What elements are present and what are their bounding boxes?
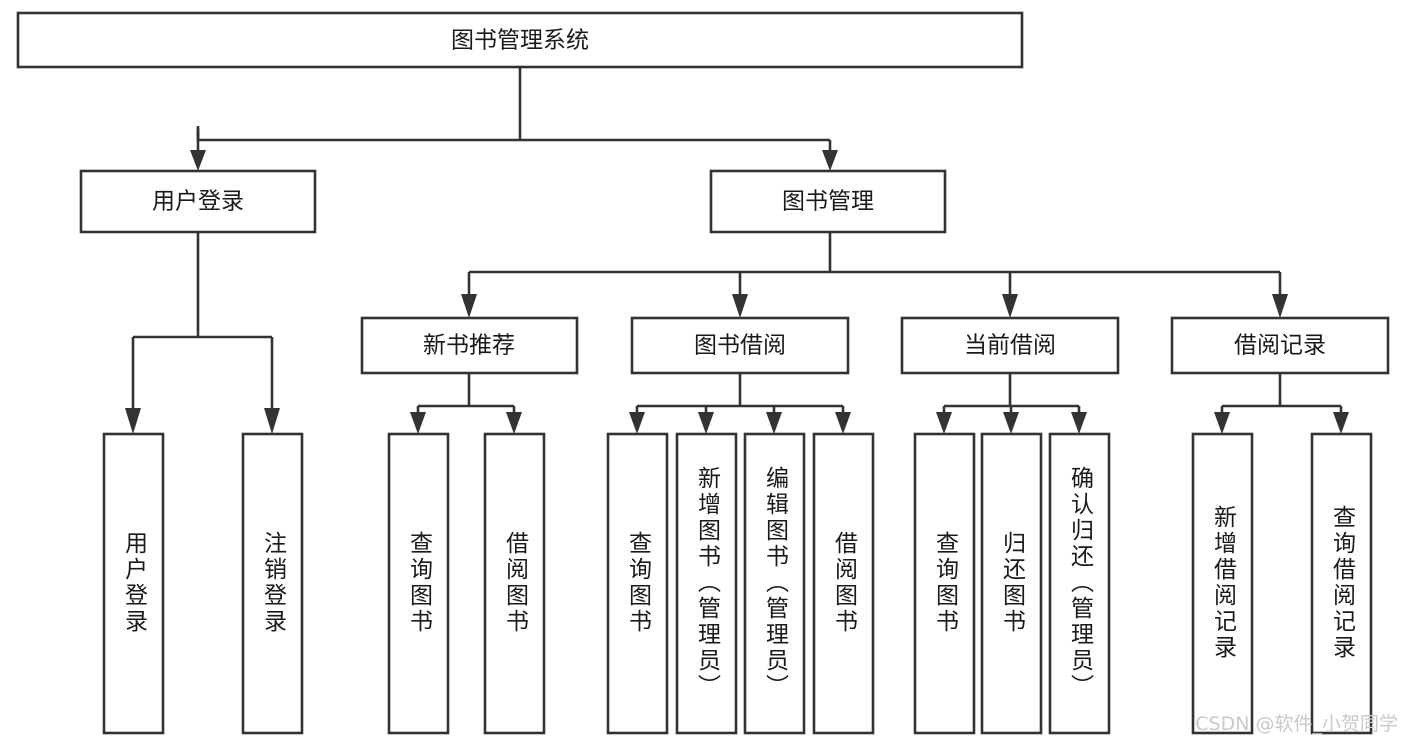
arrowhead-leaf-query-book-borrow [629,412,645,434]
node-leaf-user-login[interactable]: 用户登录 [102,432,165,735]
node-leaf-confirm-return-box[interactable] [1048,432,1111,735]
arrowhead-leaf-add-book [698,412,714,434]
arrowhead-leaf-query-book-rec [410,412,426,434]
node-leaf-query-book-rec[interactable]: 查询图书 [387,432,450,735]
node-leaf-borrow-book[interactable]: 借阅图书 [812,432,875,735]
arrowhead-leaf-add-record [1214,412,1230,434]
node-leaf-query-book-current-box[interactable] [913,432,976,735]
node-current-borrow[interactable]: 当前借阅 [900,316,1120,375]
node-leaf-query-book-borrow[interactable]: 查询图书 [606,432,669,735]
node-current-borrow-label: 当前借阅 [964,333,1056,359]
node-root-box[interactable] [16,11,1024,69]
arrowhead-leaf-edit-book [766,412,782,434]
node-leaf-user-login-box[interactable] [102,432,165,735]
node-leaf-logout-label: 注销登录 [260,531,288,635]
node-new-book-recommend[interactable]: 新书推荐 [360,316,579,375]
node-leaf-edit-book-label: 编辑图书（管理员） [762,466,790,700]
node-leaf-query-book-borrow-box[interactable] [606,432,669,735]
node-leaf-return-book-box[interactable] [980,432,1043,735]
node-leaf-return-book[interactable]: 归还图书 [980,432,1043,735]
node-leaf-query-book-rec-label: 查询图书 [406,531,434,635]
node-book-borrow-label: 图书借阅 [694,333,786,359]
node-book-borrow-box[interactable] [630,316,850,375]
node-leaf-user-login-label: 用户登录 [121,531,149,635]
node-leaf-query-book-current-label: 查询图书 [932,531,960,635]
node-root[interactable]: 图书管理系统 [16,11,1024,69]
node-leaf-confirm-return[interactable]: 确认归还（管理员） [1048,432,1111,735]
arrowhead-leaf-confirm-return [1071,412,1087,434]
node-leaf-query-record-label: 查询借阅记录 [1329,505,1357,661]
arrowhead-leaf-query-record [1333,412,1349,434]
node-borrow-record-box[interactable] [1170,316,1390,375]
arrowhead-leaf-query-book-current [936,412,952,434]
node-leaf-add-record[interactable]: 新增借阅记录 [1191,432,1254,735]
node-user-login[interactable]: 用户登录 [79,169,317,234]
node-leaf-add-book-label: 新增图书（管理员） [694,466,722,700]
node-leaf-add-record-box[interactable] [1191,432,1254,735]
node-leaf-query-book-current[interactable]: 查询图书 [913,432,976,735]
node-book-manage-label: 图书管理 [782,189,874,215]
arrowhead-leaf-logout [264,408,280,434]
arrowhead-leaf-return-book [1003,412,1019,434]
node-leaf-add-record-label: 新增借阅记录 [1210,505,1238,661]
node-leaf-logout[interactable]: 注销登录 [241,432,304,735]
node-new-book-recommend-label: 新书推荐 [423,333,515,359]
node-book-borrow[interactable]: 图书借阅 [630,316,850,375]
node-leaf-borrow-book-rec-box[interactable] [483,432,546,735]
node-leaf-confirm-return-label: 确认归还（管理员） [1067,466,1095,700]
node-book-manage-box[interactable] [709,169,947,234]
csdn-watermark: CSDN @软件_小贺同学 [1195,713,1398,735]
node-new-book-recommend-box[interactable] [360,316,579,375]
node-leaf-add-book[interactable]: 新增图书（管理员） [675,432,738,735]
node-leaf-borrow-book-rec[interactable]: 借阅图书 [483,432,546,735]
node-leaf-edit-book-box[interactable] [743,432,806,735]
node-leaf-logout-box[interactable] [241,432,304,735]
arrowhead-leaf-user-login [125,408,141,434]
node-leaf-add-book-box[interactable] [675,432,738,735]
node-leaf-borrow-book-label: 借阅图书 [831,531,859,635]
node-leaf-borrow-book-rec-label: 借阅图书 [502,531,530,635]
arrowhead-borrow-record [1272,294,1288,318]
node-leaf-query-record[interactable]: 查询借阅记录 [1310,432,1373,735]
node-leaf-edit-book[interactable]: 编辑图书（管理员） [743,432,806,735]
node-borrow-record[interactable]: 借阅记录 [1170,316,1390,375]
arrowhead-current-borrow [1002,294,1018,318]
node-book-manage[interactable]: 图书管理 [709,169,947,234]
arrowhead-leaf-borrow-book-rec [506,412,522,434]
node-root-label: 图书管理系统 [451,28,589,54]
arrowhead-leaf-borrow-book [835,412,851,434]
node-leaf-borrow-book-box[interactable] [812,432,875,735]
node-leaf-query-book-rec-box[interactable] [387,432,450,735]
arrowhead-new-book-recommend [461,294,477,318]
node-borrow-record-label: 借阅记录 [1234,333,1326,359]
node-leaf-query-book-borrow-label: 查询图书 [625,531,653,635]
node-current-borrow-box[interactable] [900,316,1120,375]
arrowhead-book-manage [822,150,838,171]
arrowhead-user-login [190,150,206,171]
node-user-login-box[interactable] [79,169,317,234]
node-user-login-label: 用户登录 [152,189,244,215]
arrowhead-book-borrow [732,294,748,318]
node-leaf-return-book-label: 归还图书 [999,531,1027,635]
connector-layer [125,67,1349,434]
node-leaf-query-record-box[interactable] [1310,432,1373,735]
